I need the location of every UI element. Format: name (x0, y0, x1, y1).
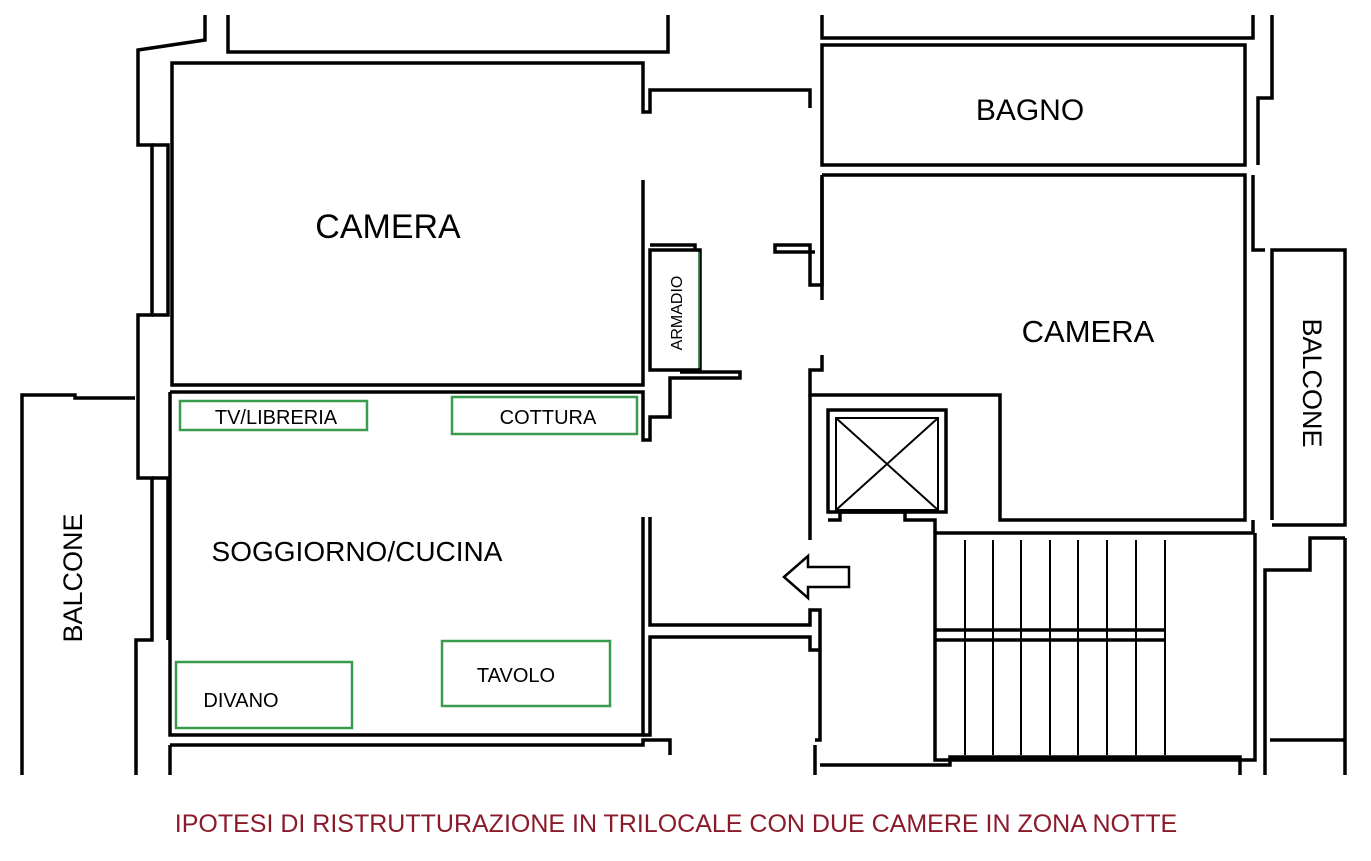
room-label-camera-right: CAMERA (1022, 314, 1155, 349)
tv-libreria-label: TV/LIBRERIA (215, 407, 338, 429)
balcony-right (1263, 248, 1347, 775)
tavolo-label: TAVOLO (477, 665, 555, 687)
tavolo-box (440, 639, 612, 708)
label-armadio: ARMADIO (669, 276, 686, 351)
room-label-balcone-left: BALCONE (58, 513, 88, 642)
balcony-left (20, 393, 135, 775)
divano-box (174, 660, 354, 730)
room-label-bagno: BAGNO (976, 94, 1084, 127)
walls-right (773, 15, 1274, 775)
entrance-arrow-icon (782, 553, 851, 601)
room-label-balcone-right: BALCONE (1297, 318, 1327, 447)
divano-label: DIVANO (203, 690, 278, 712)
room-label-soggiorno-cucina: SOGGIORNO/CUCINA (212, 536, 503, 567)
cottura-box (450, 395, 639, 436)
tv-libreria-box (178, 399, 369, 432)
staircase (935, 540, 1166, 755)
elevator (826, 408, 948, 533)
cottura-label: COTTURA (500, 407, 597, 429)
walls-left (134, 15, 822, 775)
room-label-camera-left: CAMERA (315, 208, 461, 246)
plan-caption: IPOTESI DI RISTRUTTURAZIONE IN TRILOCALE… (175, 810, 1177, 838)
